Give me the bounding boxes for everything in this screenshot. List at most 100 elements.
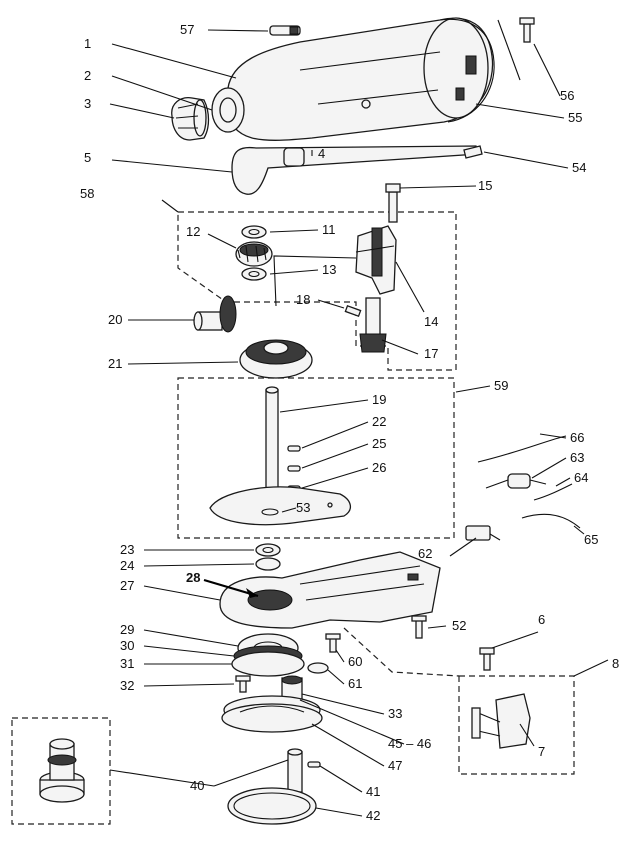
screw-6: [479, 647, 495, 671]
label-63: 63: [570, 450, 584, 465]
label-31: 31: [120, 656, 134, 671]
label-3: 3: [84, 96, 91, 111]
washer-11: [241, 225, 267, 239]
motor-housing: [225, 17, 521, 141]
screw-56: [519, 17, 535, 43]
label-14: 14: [424, 314, 438, 329]
gear-housing-14: [355, 225, 397, 295]
shaft-gear-20: [193, 295, 237, 333]
central-shaft-19: [265, 386, 279, 501]
part-number-labels: 1 2 3 4 5 6 7 8 11 12 13 14 15 17 18 19 …: [80, 22, 619, 823]
group-connector-line: [343, 627, 460, 677]
planetary-shaft-40: [287, 748, 303, 793]
worm-gear-12: [235, 241, 273, 267]
gasket-53: [209, 486, 351, 526]
label-21: 21: [108, 356, 122, 371]
label-6: 6: [538, 612, 545, 627]
group-40-boundary: [11, 717, 111, 825]
label-57: 57: [180, 22, 194, 37]
screw-52: [411, 615, 427, 639]
washer-61: [307, 662, 329, 674]
label-32: 32: [120, 678, 134, 693]
attachment-hub: [211, 87, 245, 133]
label-1: 1: [84, 36, 91, 51]
group-58-boundary: [177, 211, 457, 371]
label-12: 12: [186, 224, 200, 239]
label-33: 33: [388, 706, 402, 721]
gear-case-cover-33: [221, 695, 323, 733]
label-26: 26: [372, 460, 386, 475]
wire-66: [477, 435, 567, 463]
label-11: 11: [322, 222, 336, 237]
screw-60: [325, 633, 341, 653]
label-55: 55: [568, 110, 582, 125]
gear-case-27: [219, 551, 441, 629]
capacitor-63: [485, 473, 547, 489]
label-41: 41: [366, 784, 380, 799]
screw-54: [463, 145, 483, 159]
group-8-boundary: [458, 675, 575, 775]
pin-41: [307, 761, 321, 768]
arrow-28: [203, 578, 259, 598]
label-42: 42: [366, 808, 380, 823]
pin-25: [287, 465, 301, 472]
leader-lines: [109, 29, 609, 817]
label-52: 52: [452, 618, 466, 633]
label-18: 18: [296, 292, 310, 307]
label-66: 66: [570, 430, 584, 445]
label-4: 4: [318, 146, 325, 161]
pin-22: [287, 445, 301, 452]
washer-24: [255, 557, 281, 571]
label-54: 54: [572, 160, 586, 175]
label-28: 28: [186, 570, 200, 585]
label-60: 60: [348, 654, 362, 669]
label-20: 20: [108, 312, 122, 327]
planetary-gear-47: [281, 675, 303, 701]
label-40: 40: [190, 778, 204, 793]
speed-control-lever: [283, 147, 305, 167]
label-7: 7: [538, 744, 545, 759]
label-62: 62: [418, 546, 432, 561]
label-5: 5: [84, 150, 91, 165]
group-59-boundary: [177, 377, 455, 539]
label-59: 59: [494, 378, 508, 393]
label-65: 65: [584, 532, 598, 547]
speed-control-bracket-7: [471, 693, 531, 749]
label-8: 8: [612, 656, 619, 671]
washer-13: [241, 267, 267, 281]
bevel-gear-shaft-17: [359, 297, 387, 353]
pin-18: [344, 304, 362, 318]
trim-ring-42: [227, 787, 317, 825]
label-13: 13: [322, 262, 336, 277]
label-19: 19: [372, 392, 386, 407]
label-56: 56: [560, 88, 574, 103]
label-23: 23: [120, 542, 134, 557]
label-2: 2: [84, 68, 91, 83]
label-15: 15: [478, 178, 492, 193]
retaining-ring-31: [231, 651, 305, 677]
washer-23: [255, 543, 281, 557]
label-25: 25: [372, 436, 386, 451]
beater-shaft-assembly: [39, 738, 85, 803]
screw-32: [235, 675, 251, 693]
label-22: 22: [372, 414, 386, 429]
label-30: 30: [120, 638, 134, 653]
label-53: 53: [296, 500, 310, 515]
label-61: 61: [348, 676, 362, 691]
label-45-46: 45 – 46: [388, 736, 431, 751]
wire-64: [533, 483, 573, 501]
hinge-pin-57: [269, 25, 301, 36]
label-17: 17: [424, 346, 438, 361]
label-47: 47: [388, 758, 402, 773]
label-27: 27: [120, 578, 134, 593]
label-58: 58: [80, 186, 94, 201]
wire-65: [521, 513, 581, 529]
plug-62: [465, 525, 501, 541]
screw-15: [385, 183, 401, 223]
label-29: 29: [120, 622, 134, 637]
label-24: 24: [120, 558, 134, 573]
label-64: 64: [574, 470, 588, 485]
bevel-gear-21: [239, 339, 313, 379]
hub-cap: [171, 97, 210, 141]
